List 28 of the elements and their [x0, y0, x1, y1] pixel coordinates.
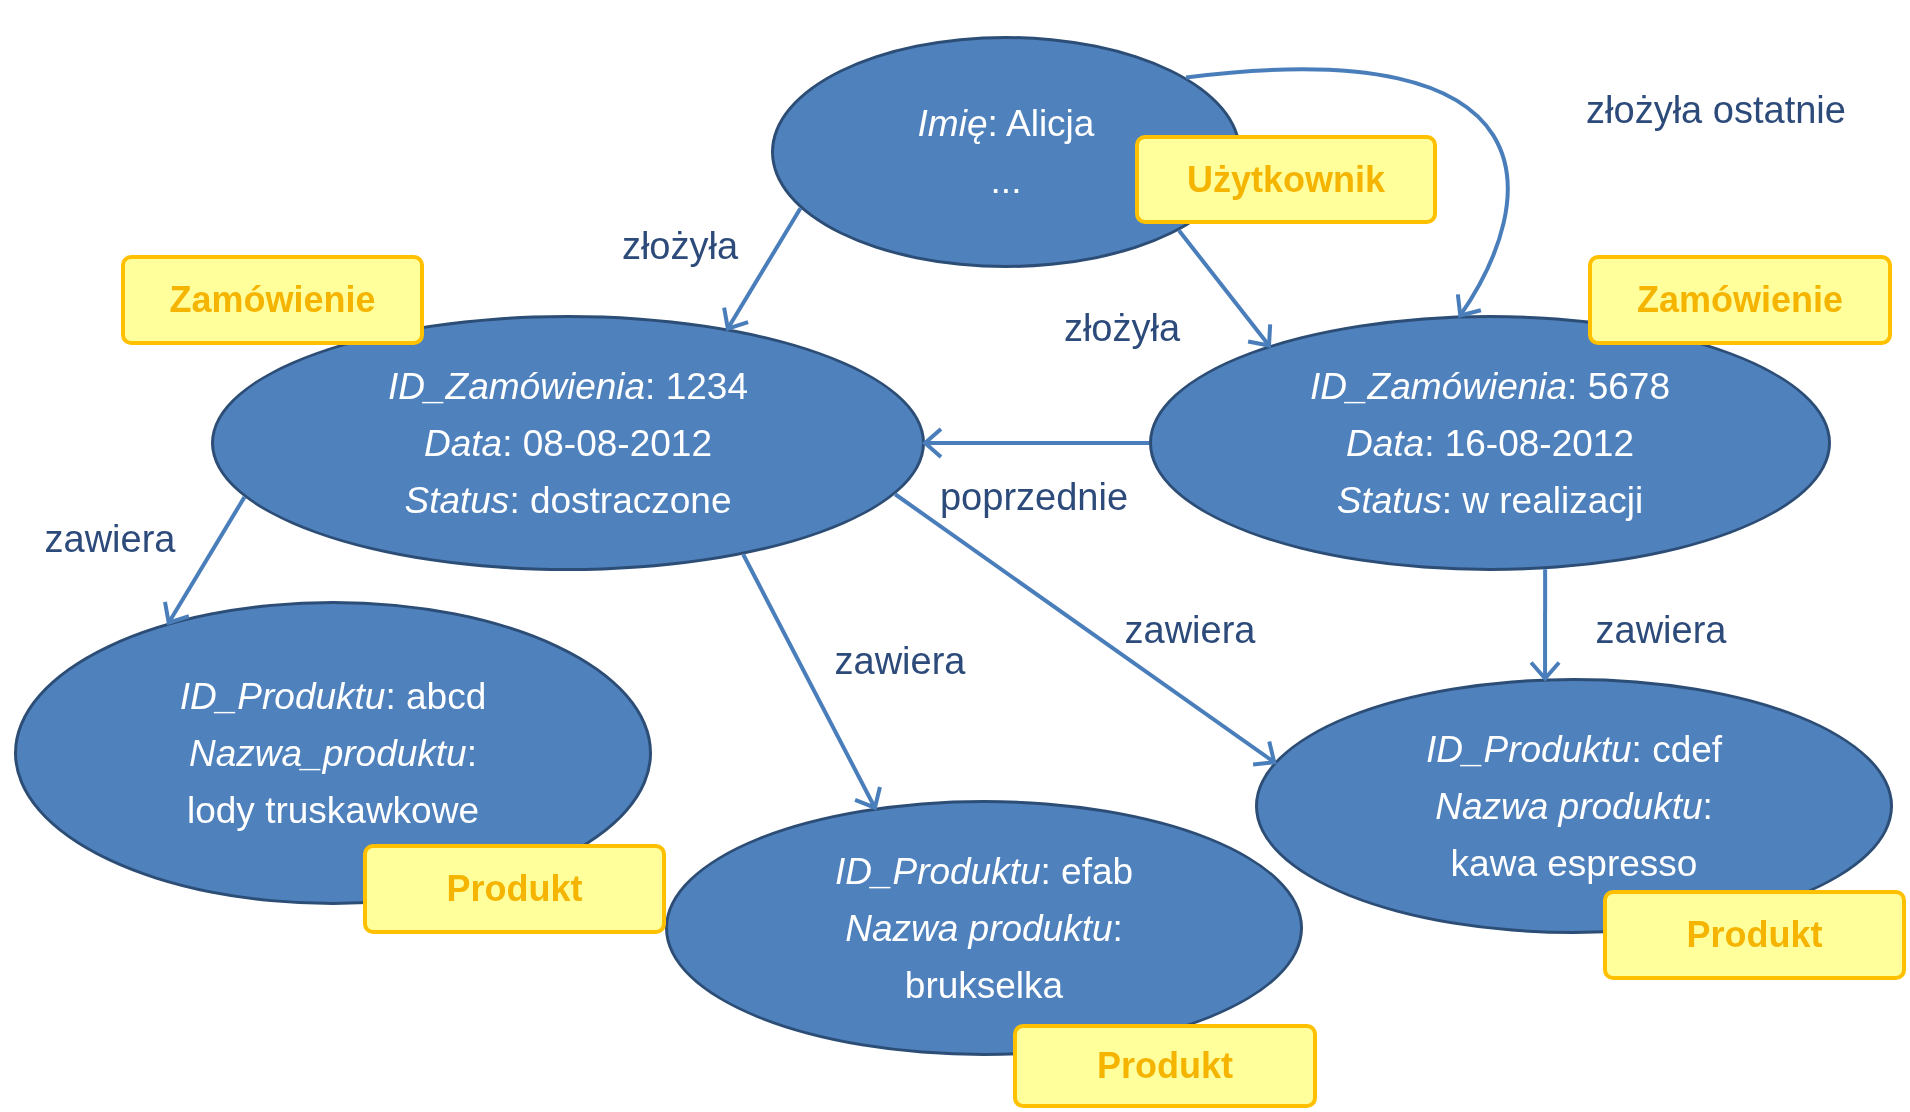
property-text: ID_Produktu: abcd	[179, 674, 487, 719]
arrow	[1177, 229, 1273, 348]
property-text: ID_Produktu: cdef	[1425, 727, 1723, 772]
property-text: Nazwa produktu: brukselka	[844, 906, 1124, 1008]
arrow	[1529, 569, 1562, 681]
property-text: Nazwa_produktu: lody truskawkowe	[186, 731, 480, 833]
type-tag: Produkt	[363, 844, 666, 934]
property-text: Status: w realizacji	[1336, 478, 1644, 523]
arrow	[163, 496, 247, 625]
type-tag: Produkt	[1013, 1024, 1317, 1108]
property-text: ID_Zamówienia: 5678	[1310, 364, 1670, 409]
property-text: Data: 16-08-2012	[1346, 421, 1634, 466]
property-text: Data: 08-08-2012	[424, 421, 712, 466]
property-text: Nazwa produktu: kawa espresso	[1434, 784, 1714, 886]
property-text: Status: dostraczone	[404, 478, 732, 523]
property-text: ID_Produktu: efab	[834, 849, 1134, 894]
type-tag: Produkt	[1603, 890, 1906, 980]
arrow	[741, 553, 882, 810]
arrow	[923, 427, 1149, 459]
property-text: Imię: Alicja	[917, 102, 1095, 146]
property-text: ...	[990, 159, 1022, 203]
type-tag: Zamówienie	[1588, 255, 1892, 345]
arrow	[1185, 67, 1510, 318]
arrow	[894, 492, 1277, 767]
type-tag: Zamówienie	[121, 255, 424, 345]
type-tag: Użytkownik	[1135, 135, 1437, 224]
arrow	[722, 207, 803, 331]
property-text: ID_Zamówienia: 1234	[388, 364, 748, 409]
